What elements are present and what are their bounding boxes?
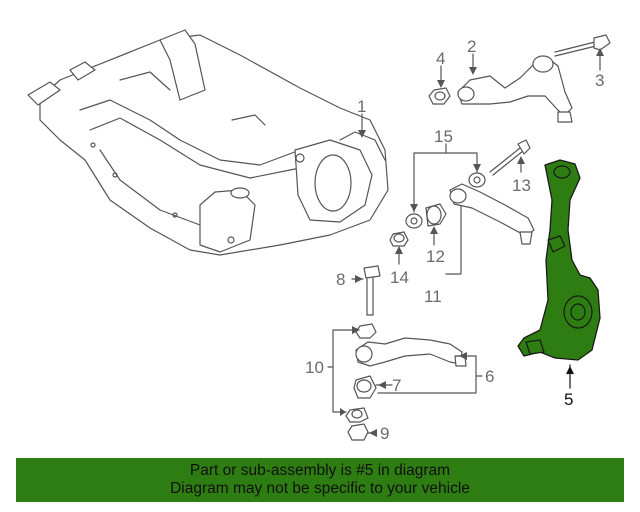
callout-8: 8 [336,270,345,289]
parts-diagram: 1 2 3 4 5 6 7 8 9 10 11 12 13 14 15 [27,29,611,443]
bolt-part-3[interactable] [554,34,611,57]
lower-control-arm-part-6[interactable] [355,337,467,367]
nut-part-9[interactable] [347,423,369,441]
callout-4: 4 [436,49,445,68]
upper-control-arm-part-2[interactable] [457,55,573,123]
nut-part-4[interactable] [428,87,451,105]
callout-2: 2 [467,37,476,56]
callout-1: 1 [357,97,366,116]
callout-3: 3 [595,71,604,90]
bushing-part-12[interactable] [425,203,447,227]
washer-lower-part-15[interactable] [405,213,423,229]
steering-knuckle-part-5[interactable] [517,159,601,361]
highlight-notice-banner: Part or sub-assembly is #5 in diagram Di… [16,458,624,502]
callout-7: 7 [392,376,401,395]
subframe-part-1[interactable] [27,29,389,256]
bolt-part-13[interactable] [489,139,531,176]
callout-12: 12 [426,247,445,266]
washer-upper-part-15[interactable] [468,172,486,188]
callout-14: 14 [390,268,409,287]
lower-arm-part-11[interactable] [449,183,535,245]
washer-part-10-lower[interactable] [345,407,369,423]
callout-10: 10 [305,358,324,377]
washer-part-14[interactable] [389,231,409,247]
bolt-part-8[interactable] [363,265,381,316]
callout-13: 13 [512,176,531,195]
callout-11: 11 [424,287,442,306]
washer-part-10-upper[interactable] [355,323,377,339]
callout-6: 6 [485,367,494,386]
callout-9: 9 [380,424,389,443]
callout-5: 5 [564,390,573,409]
bushing-part-7[interactable] [353,375,377,399]
banner-line-disclaimer: Diagram may not be specific to your vehi… [170,480,470,497]
banner-line-part-number: Part or sub-assembly is #5 in diagram [189,462,451,479]
callout-15: 15 [434,127,453,146]
